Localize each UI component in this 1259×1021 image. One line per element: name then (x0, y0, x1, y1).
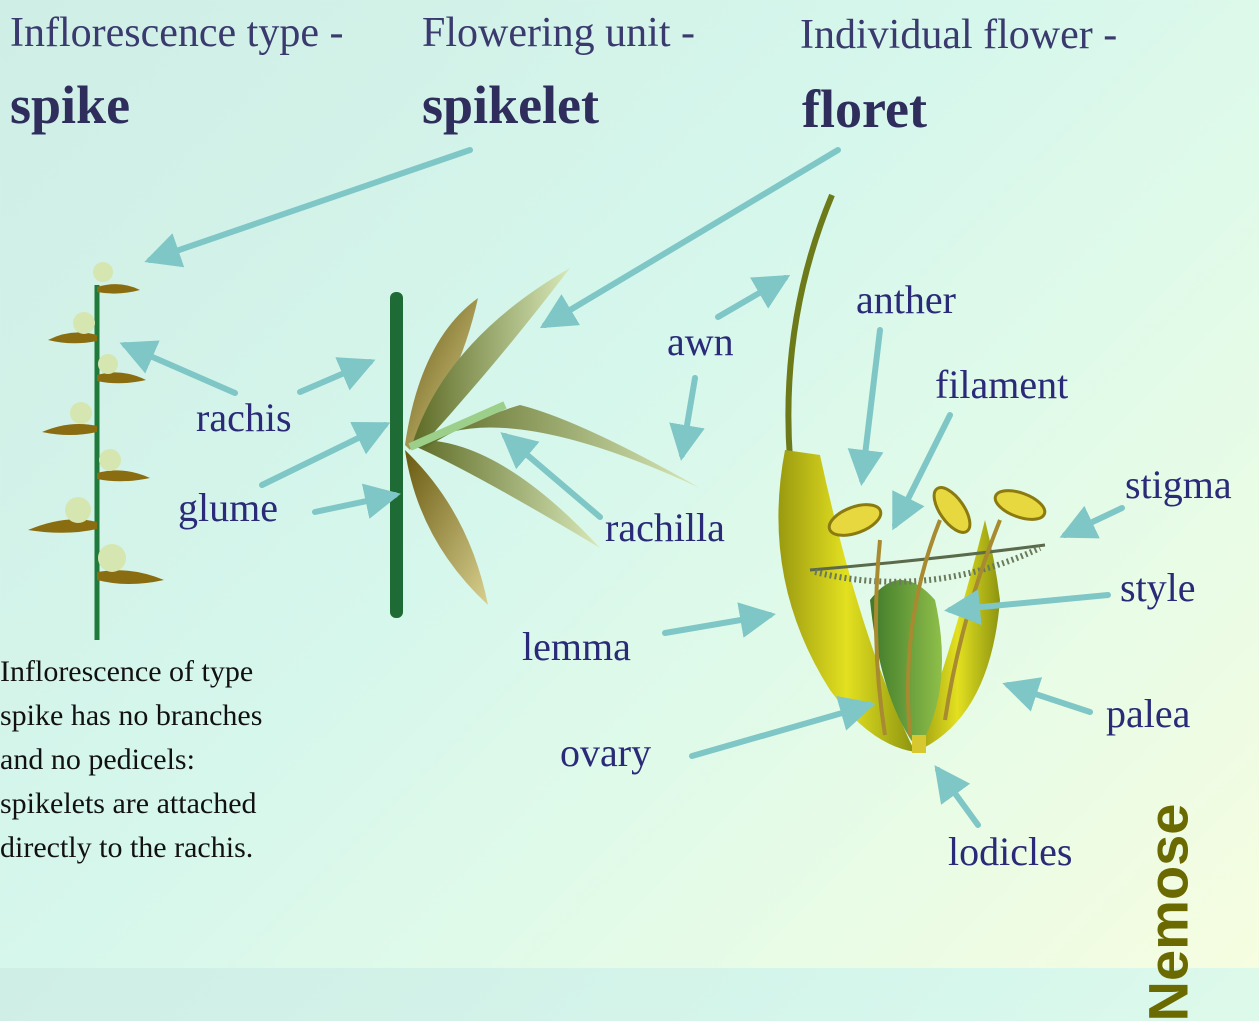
spikelet-to-spike-arrow (150, 150, 470, 260)
spikelet-illustration (390, 268, 700, 618)
lemma-arrow (665, 615, 770, 633)
label-style: style (1120, 568, 1196, 608)
label-filament: filament (935, 365, 1068, 405)
stigma-arrow (1065, 508, 1122, 535)
inflorescence-term: spike (10, 78, 130, 132)
awn-arrow-up (718, 278, 785, 317)
lodicles-arrow (938, 770, 978, 825)
awn-arrow-down (682, 378, 695, 455)
flower-term: floret (802, 82, 927, 136)
label-anther: anther (856, 280, 956, 320)
label-palea: palea (1106, 694, 1190, 734)
unit-caption: Flowering unit - (422, 12, 695, 54)
brand-watermark: Nemose (1136, 804, 1201, 1021)
spike-description: Inflorescence of type spike has no branc… (0, 650, 340, 870)
label-rachis: rachis (196, 398, 292, 438)
anther-arrow (862, 330, 880, 480)
ovary-arrow (692, 705, 870, 756)
label-awn: awn (667, 322, 734, 362)
label-glume: glume (178, 488, 278, 528)
label-rachilla: rachilla (605, 508, 725, 548)
glume-arrow-lower (315, 495, 395, 512)
label-ovary: ovary (560, 733, 651, 773)
palea-arrow (1008, 685, 1090, 712)
unit-term: spikelet (422, 78, 599, 132)
inflorescence-caption: Inflorescence type - (10, 12, 343, 54)
floret-to-spikelet-arrow (545, 150, 838, 325)
label-lemma: lemma (522, 627, 631, 667)
flower-caption: Individual flower - (800, 14, 1117, 56)
label-lodicles: lodicles (948, 832, 1072, 872)
spike-illustration (28, 262, 164, 640)
rachis-arrow-right (300, 362, 370, 392)
label-stigma: stigma (1125, 465, 1232, 505)
rachis-arrow-left (125, 345, 235, 393)
